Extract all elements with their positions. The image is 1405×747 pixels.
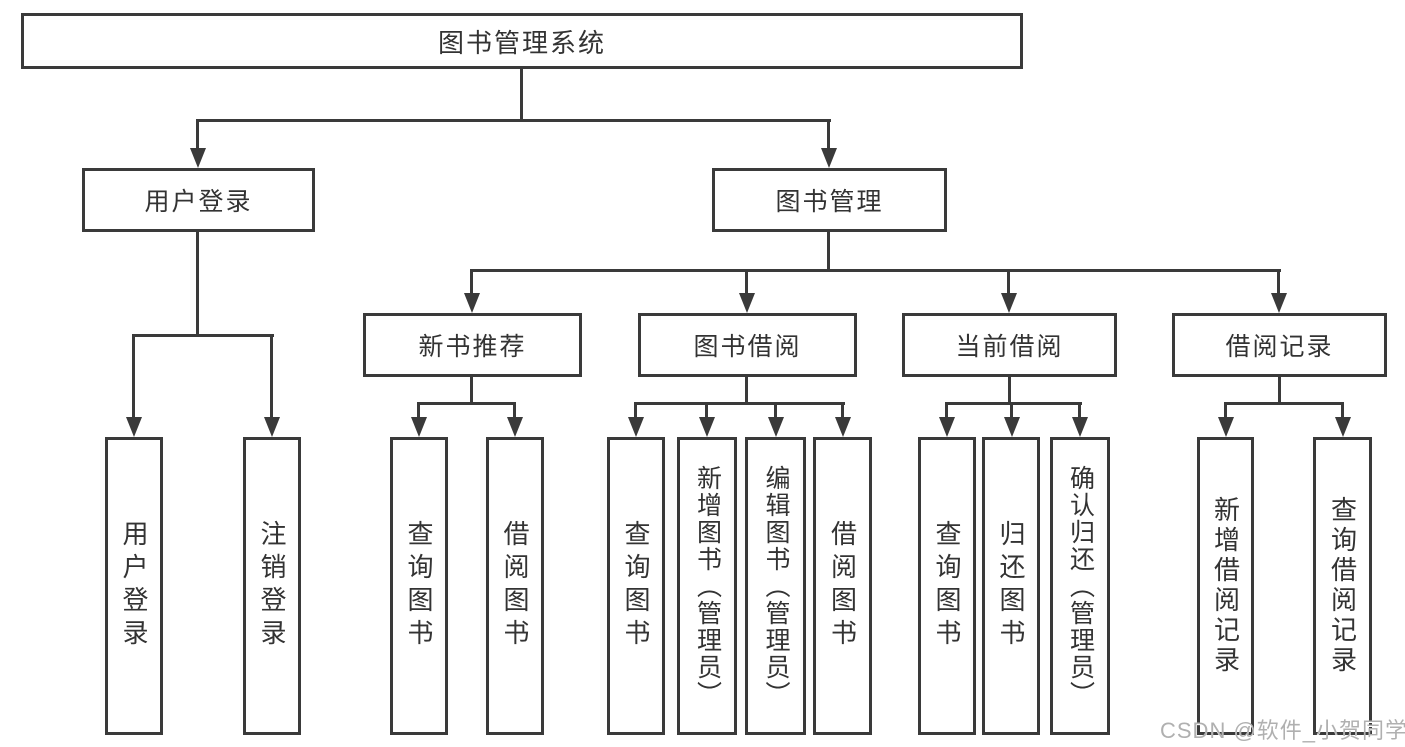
arrow-down-icon xyxy=(507,417,523,437)
leaf-query-books-2-label: 查询图书 xyxy=(621,520,651,652)
node-root: 图书管理系统 xyxy=(21,13,1023,69)
arrow-down-icon xyxy=(126,417,142,437)
leaf-borrow-books-1: 借阅图书 xyxy=(486,437,544,735)
arrow-down-icon xyxy=(1072,417,1088,437)
connector-stem-user-login xyxy=(196,119,199,150)
leaf-query-borrow-record: 查询借阅记录 xyxy=(1313,437,1372,735)
arrow-down-icon xyxy=(1218,417,1234,437)
arrow-down-icon xyxy=(699,417,715,437)
connector-bookmgmt-vline xyxy=(827,232,830,272)
connector-nbr-hline xyxy=(417,402,516,405)
arrow-down-icon xyxy=(628,417,644,437)
leaf-add-borrow-record-label: 新增借阅记录 xyxy=(1210,496,1241,676)
leaf-query-books-2: 查询图书 xyxy=(607,437,665,735)
node-new-book-rec-label: 新书推荐 xyxy=(418,333,527,361)
arrow-down-icon xyxy=(821,148,837,168)
node-book-borrow-label: 图书借阅 xyxy=(693,333,802,361)
connector-stem-leaf-logout xyxy=(270,334,273,419)
leaf-confirm-return-admin-label: 确认归还（管理员） xyxy=(1066,464,1095,708)
connector-stem-query-books-2 xyxy=(634,402,637,419)
connector-bookmgmt-hline xyxy=(470,269,1281,272)
connector-stem-book-borrow xyxy=(745,269,748,295)
connector-root-vline xyxy=(520,69,523,121)
arrow-down-icon xyxy=(939,417,955,437)
leaf-add-books-admin: 新增图书（管理员） xyxy=(677,437,737,735)
arrow-down-icon xyxy=(190,148,206,168)
node-user-login: 用户登录 xyxy=(82,168,315,232)
node-current-borrow: 当前借阅 xyxy=(902,313,1117,377)
leaf-user-login-label: 用户登录 xyxy=(119,520,149,652)
leaf-borrow-books-2: 借阅图书 xyxy=(813,437,872,735)
connector-stem-add-record xyxy=(1224,402,1227,419)
node-borrow-records-label: 借阅记录 xyxy=(1225,333,1334,361)
connector-stem-borrow-books-1 xyxy=(513,402,516,419)
connector-stem-confirm-return xyxy=(1078,402,1081,419)
connector-root-hline xyxy=(197,119,831,122)
connector-userlogin-hline xyxy=(132,334,274,337)
node-book-mgmt-label: 图书管理 xyxy=(775,188,884,216)
leaf-add-books-admin-label: 新增图书（管理员） xyxy=(693,464,722,708)
connector-stem-current-borrow xyxy=(1007,269,1010,295)
arrow-down-icon xyxy=(835,417,851,437)
arrow-down-icon xyxy=(411,417,427,437)
node-root-label: 图书管理系统 xyxy=(437,27,606,58)
connector-stem-edit-books xyxy=(774,402,777,419)
connector-br-hline xyxy=(1224,402,1344,405)
connector-stem-query-record xyxy=(1341,402,1344,419)
connector-stem-book-mgmt xyxy=(827,119,830,150)
node-book-borrow: 图书借阅 xyxy=(638,313,857,377)
leaf-query-books-1: 查询图书 xyxy=(390,437,448,735)
arrow-down-icon xyxy=(464,293,480,313)
leaf-query-books-3-label: 查询图书 xyxy=(932,520,962,652)
connector-stem-query-books-3 xyxy=(945,402,948,419)
connector-stem-new-book-rec xyxy=(470,269,473,295)
leaf-query-books-1-label: 查询图书 xyxy=(404,520,434,652)
arrow-down-icon xyxy=(1271,293,1287,313)
leaf-query-borrow-record-label: 查询借阅记录 xyxy=(1327,496,1358,676)
connector-stem-return-books xyxy=(1010,402,1013,419)
node-borrow-records: 借阅记录 xyxy=(1172,313,1387,377)
connector-stem-borrow-books-2 xyxy=(841,402,844,419)
node-user-login-label: 用户登录 xyxy=(144,188,253,216)
arrow-down-icon xyxy=(768,417,784,437)
connector-cb-hline xyxy=(945,402,1082,405)
leaf-borrow-books-1-label: 借阅图书 xyxy=(500,520,530,652)
arrow-down-icon xyxy=(1335,417,1351,437)
node-new-book-rec: 新书推荐 xyxy=(363,313,582,377)
leaf-logout: 注销登录 xyxy=(243,437,301,735)
leaf-return-books: 归还图书 xyxy=(982,437,1040,735)
leaf-user-login: 用户登录 xyxy=(105,437,163,735)
leaf-query-books-3: 查询图书 xyxy=(918,437,976,735)
leaf-edit-books-admin: 编辑图书（管理员） xyxy=(745,437,806,735)
connector-userlogin-vline xyxy=(196,232,199,337)
leaf-logout-label: 注销登录 xyxy=(257,520,287,652)
connector-br-vline xyxy=(1278,377,1281,404)
connector-nbr-vline xyxy=(470,377,473,404)
connector-cb-vline xyxy=(1008,377,1011,404)
arrow-down-icon xyxy=(739,293,755,313)
connector-bb-hline xyxy=(634,402,845,405)
connector-bb-vline xyxy=(745,377,748,404)
arrow-down-icon xyxy=(264,417,280,437)
connector-stem-query-books-1 xyxy=(417,402,420,419)
leaf-confirm-return-admin: 确认归还（管理员） xyxy=(1050,437,1110,735)
csdn-watermark: CSDN @软件_小贺同学 xyxy=(1160,718,1405,743)
node-book-mgmt: 图书管理 xyxy=(712,168,947,232)
leaf-edit-books-admin-label: 编辑图书（管理员） xyxy=(762,464,790,708)
arrow-down-icon xyxy=(1004,417,1020,437)
connector-stem-leaf-user-login xyxy=(132,334,135,419)
leaf-return-books-label: 归还图书 xyxy=(996,520,1026,652)
connector-stem-add-books xyxy=(705,402,708,419)
leaf-add-borrow-record: 新增借阅记录 xyxy=(1197,437,1254,735)
connector-stem-borrow-records xyxy=(1277,269,1280,295)
arrow-down-icon xyxy=(1001,293,1017,313)
node-current-borrow-label: 当前借阅 xyxy=(955,333,1064,361)
leaf-borrow-books-2-label: 借阅图书 xyxy=(827,520,858,652)
